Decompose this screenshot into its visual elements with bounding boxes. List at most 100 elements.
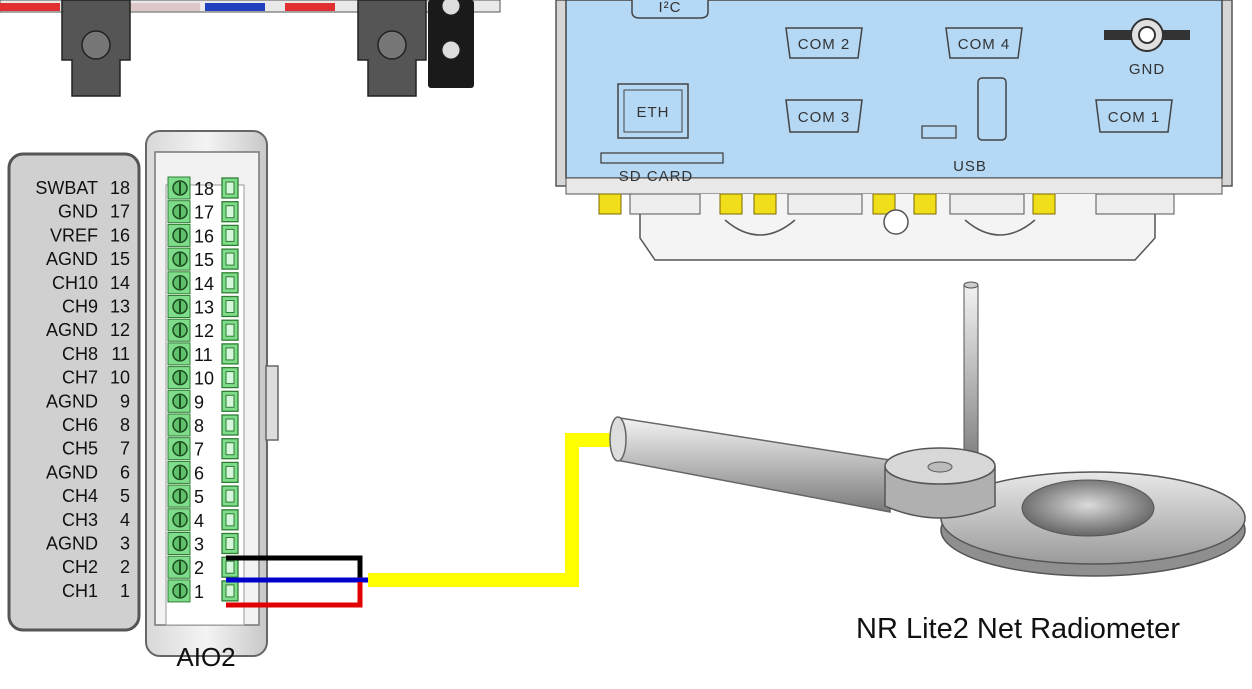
wire-entry-hole <box>225 323 235 337</box>
red-wire <box>226 582 363 608</box>
wire-entry-hole <box>225 347 235 361</box>
svg-text:COM 2: COM 2 <box>798 36 851 53</box>
svg-text:GND: GND <box>1129 61 1165 78</box>
terminal-number: 5 <box>194 487 204 507</box>
wire-entry-hole <box>225 252 235 266</box>
wire-entry-hole <box>225 489 235 503</box>
pin-name-label: CH3 <box>62 510 98 530</box>
aio2-module: 18 17 16 15 14 13 12 11 10 9 8 7 6 5 4 3 2 1 AIO2 <box>145 130 279 672</box>
pin-number-label: 6 <box>120 462 130 482</box>
terminal-number: 18 <box>194 179 214 199</box>
svg-text:USB: USB <box>953 158 987 175</box>
logger-bottom-connectors <box>598 193 1175 236</box>
com3-port: COM 3 <box>785 99 863 133</box>
terminal-number: 8 <box>194 416 204 436</box>
pin-number-label: 8 <box>120 415 130 435</box>
wire-entry-hole <box>225 228 235 242</box>
svg-text:ETH: ETH <box>637 104 670 121</box>
terminal-number: 6 <box>194 463 204 483</box>
wire-entry-hole <box>225 465 235 479</box>
pin-name-label: CH10 <box>52 273 98 293</box>
pin-name-label: CH4 <box>62 486 98 506</box>
sd-card-slot: SD CARD <box>600 152 724 185</box>
wire-entry-hole <box>225 513 235 527</box>
pin-name-label: GND <box>58 202 98 222</box>
pin-number-label: 2 <box>120 557 130 577</box>
svg-text:I²C: I²C <box>659 0 682 16</box>
terminal-number: 9 <box>194 392 204 412</box>
terminal-block: 18 17 16 15 14 13 12 11 10 9 8 7 6 5 4 3 2 1 <box>167 176 239 603</box>
terminal-number: 16 <box>194 226 214 246</box>
yellow-sensor-cable <box>368 433 618 587</box>
pin-number-label: 12 <box>110 320 130 340</box>
svg-text:COM 3: COM 3 <box>798 109 851 126</box>
pin-name-label: AGND <box>46 391 98 411</box>
pin-name-label: AGND <box>46 462 98 482</box>
pin-number-label: 13 <box>110 297 130 317</box>
terminal-number: 3 <box>194 535 204 555</box>
pin-number-label: 14 <box>110 273 130 293</box>
i2c-port: I²C <box>631 0 709 19</box>
pin-number-label: 17 <box>110 202 130 222</box>
terminal-number: 12 <box>194 321 214 341</box>
pin-name-label: CH1 <box>62 581 98 601</box>
aio2-title: AIO2 <box>176 642 235 672</box>
usb-port: USB <box>921 77 1007 175</box>
wire-entry-hole <box>225 371 235 385</box>
sensor-label: NR Lite2 Net Radiometer <box>856 613 1180 645</box>
terminal-number: 4 <box>194 511 204 531</box>
terminal-number: 11 <box>194 345 213 365</box>
pin-name-label: CH9 <box>62 297 98 317</box>
din-rail-strip <box>0 0 501 97</box>
terminal-number: 17 <box>194 203 214 223</box>
pin-name-label: CH8 <box>62 344 98 364</box>
pin-number-label: 10 <box>110 368 130 388</box>
com1-port: COM 1 <box>1095 99 1173 133</box>
terminal-number: 13 <box>194 298 214 318</box>
black-wire <box>226 555 363 578</box>
wire-entry-hole <box>225 205 235 219</box>
pin-name-label: CH5 <box>62 439 98 459</box>
pin-name-label: CH6 <box>62 415 98 435</box>
gnd-terminal: GND <box>1104 18 1190 78</box>
terminal-number: 7 <box>194 440 204 460</box>
pin-name-label: AGND <box>46 249 98 269</box>
wire-entry-hole <box>225 181 235 195</box>
pin-number-label: 16 <box>110 225 130 245</box>
pin-number-label: 1 <box>120 581 130 601</box>
pin-name-label: CH2 <box>62 557 98 577</box>
wire-entry-hole <box>225 418 235 432</box>
pin-number-label: 3 <box>120 534 130 554</box>
terminal-number: 10 <box>194 369 214 389</box>
com4-port: COM 4 <box>945 27 1023 59</box>
terminal-number: 2 <box>194 558 204 578</box>
pin-number-label: 5 <box>120 486 130 506</box>
wire-entry-hole <box>225 584 235 598</box>
pin-number-label: 18 <box>110 178 130 198</box>
svg-text:COM 1: COM 1 <box>1108 109 1161 126</box>
pin-number-label: 15 <box>110 249 130 269</box>
wire-entry-hole <box>225 276 235 290</box>
pin-name-label: AGND <box>46 534 98 554</box>
wire-entry-hole <box>225 442 235 456</box>
wire-entry-hole <box>225 537 235 550</box>
nr-lite2-sensor: NR Lite2 Net Radiometer <box>609 281 1246 645</box>
data-logger: I²C COM 2 COM 4 COM 3 COM 1 ETH <box>555 0 1233 261</box>
terminal-number: 14 <box>194 274 214 294</box>
com2-port: COM 2 <box>785 27 863 59</box>
pin-number-label: 9 <box>120 391 130 411</box>
wire-bundle <box>226 433 618 608</box>
wire-entry-hole <box>225 300 235 313</box>
svg-text:COM 4: COM 4 <box>958 36 1011 53</box>
wire-entry-hole <box>225 560 235 574</box>
pin-name-label: SWBAT <box>35 178 98 198</box>
pin-name-label: AGND <box>46 320 98 340</box>
pin-number-label: 11 <box>111 344 130 364</box>
terminal-number: 1 <box>194 582 204 602</box>
pin-number-label: 4 <box>120 510 130 530</box>
pin-name-label: VREF <box>50 225 98 245</box>
terminal-number: 15 <box>194 250 214 270</box>
